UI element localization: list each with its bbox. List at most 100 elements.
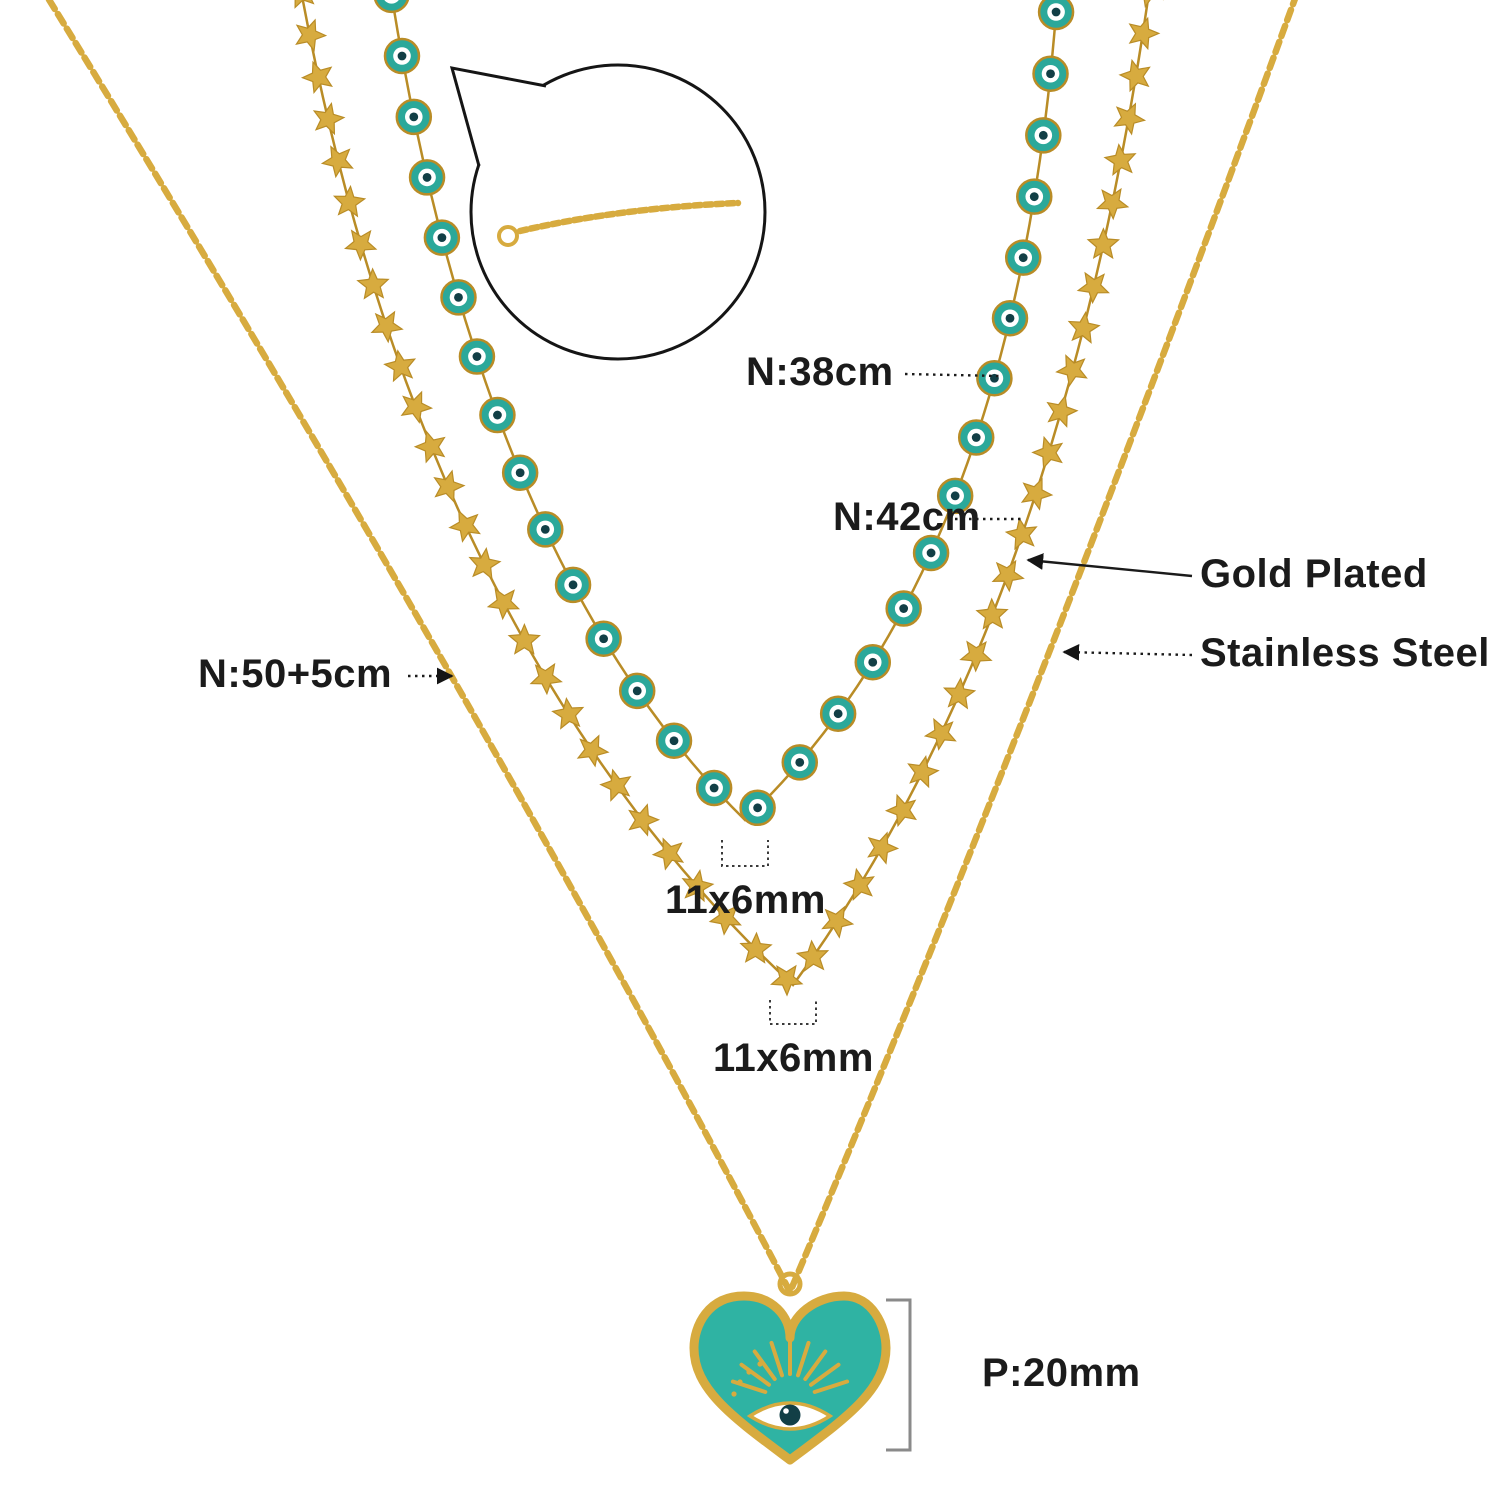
- evil-eye-bead: [976, 359, 1013, 397]
- evil-eye-pupil: [779, 1404, 801, 1426]
- evil-eye-bead: [618, 672, 656, 710]
- evil-eye-bead: [408, 159, 446, 196]
- evil-eye-bead: [1037, 0, 1075, 31]
- star-link: [312, 101, 346, 136]
- star-link: [448, 509, 481, 543]
- label-pendant-size: P:20mm: [982, 1351, 1141, 1395]
- star-link: [332, 184, 367, 218]
- label-inner-chain-length: N:38cm: [746, 350, 894, 394]
- heart-ray: [739, 1362, 771, 1387]
- evil-eye-bead: [554, 566, 592, 604]
- leader-n38: [904, 372, 1001, 378]
- evil-eye-bead: [395, 98, 433, 136]
- star-link: [1143, 0, 1165, 9]
- star-link: [1086, 227, 1120, 260]
- star-link: [1004, 517, 1038, 551]
- evil-eye-bead: [501, 454, 539, 491]
- heart-shape: [689, 1291, 891, 1465]
- evil-eye-bead: [854, 644, 891, 681]
- label-star-size: 11x6mm: [713, 1036, 874, 1080]
- evil-eye-bead: [819, 695, 857, 732]
- star-link: [923, 717, 957, 751]
- star-link: [821, 905, 855, 939]
- star-link: [1095, 187, 1130, 221]
- label-bead-size: 11x6mm: [665, 878, 826, 922]
- label-gold-plated: Gold Plated: [1200, 552, 1428, 596]
- evil-eye-bead: [374, 0, 410, 14]
- star-link: [370, 310, 404, 344]
- extender-chain: [516, 199, 742, 235]
- star-link: [708, 902, 742, 936]
- evil-eye-bead: [885, 590, 922, 627]
- heart-ray: [809, 1362, 841, 1387]
- heart-dot: [731, 1391, 737, 1397]
- evil-eye-bead: [479, 396, 516, 434]
- star-chain: [294, 0, 1165, 997]
- cable-chain: [45, 0, 1298, 1300]
- star-link: [991, 559, 1025, 593]
- heart-ray: [752, 1349, 777, 1381]
- evil-eye-bead: [458, 338, 496, 375]
- star-link: [942, 676, 977, 710]
- heart-rays: [730, 1338, 850, 1394]
- extender-jump-ring: [497, 225, 519, 247]
- star-link: [1020, 477, 1054, 511]
- star-link: [907, 754, 940, 789]
- evil-eye-bead: [739, 789, 776, 827]
- evil-eye-glint: [783, 1408, 789, 1414]
- label-stainless-steel: Stainless Steel: [1200, 631, 1490, 675]
- star-link: [1113, 102, 1147, 136]
- dim-bracket-pendant: [886, 1298, 912, 1452]
- evil-eye-bead: [957, 419, 995, 456]
- star-link: [486, 587, 521, 621]
- star-link: [320, 145, 354, 179]
- heart-ray: [803, 1349, 828, 1381]
- star-link: [1055, 354, 1088, 388]
- evil-eye-bead-chain: [374, 0, 1075, 827]
- star-link: [770, 964, 804, 997]
- pendant-bail-ring: [777, 1271, 803, 1297]
- heart-ray: [769, 1340, 784, 1378]
- star-link: [295, 18, 328, 53]
- star-link: [413, 430, 446, 464]
- evil-eye-bead: [585, 620, 622, 658]
- star-link: [651, 837, 685, 871]
- star-link: [1103, 143, 1137, 176]
- star-link: [356, 267, 390, 300]
- annotation-lines: [408, 372, 1193, 1452]
- star-link: [1076, 271, 1110, 305]
- heart-pendant: [689, 1271, 891, 1465]
- evil-eye-bead: [440, 279, 477, 316]
- star-link: [529, 662, 563, 696]
- evil-eye-bead: [781, 744, 819, 781]
- star-link: [795, 939, 830, 973]
- cable-chain-links: [45, 0, 1298, 1300]
- star-link: [628, 803, 661, 837]
- star-link: [681, 869, 715, 903]
- star-link: [400, 390, 434, 424]
- star-link: [739, 931, 773, 964]
- evil-eye-bead: [527, 511, 564, 548]
- evil-eye-beads: [374, 0, 1075, 827]
- star-link: [433, 469, 466, 503]
- star-link: [383, 349, 417, 383]
- star-link: [1031, 435, 1064, 470]
- star-link: [1046, 394, 1079, 428]
- leader-gold-plated: [1026, 553, 1193, 578]
- star-link: [1067, 311, 1101, 344]
- star-link: [842, 867, 875, 902]
- star-link: [576, 734, 610, 768]
- star-link: [959, 640, 993, 673]
- star-link: [599, 768, 632, 802]
- heart-ray: [812, 1379, 850, 1394]
- star-link: [884, 793, 917, 828]
- evil-eye-bead: [423, 219, 461, 256]
- dim-bracket-star: [769, 1000, 817, 1025]
- callout-pointer: [449, 66, 547, 167]
- star-link: [867, 831, 900, 865]
- star-link: [294, 0, 315, 9]
- heart-dot: [746, 1369, 752, 1375]
- heart-dots: [731, 1361, 763, 1397]
